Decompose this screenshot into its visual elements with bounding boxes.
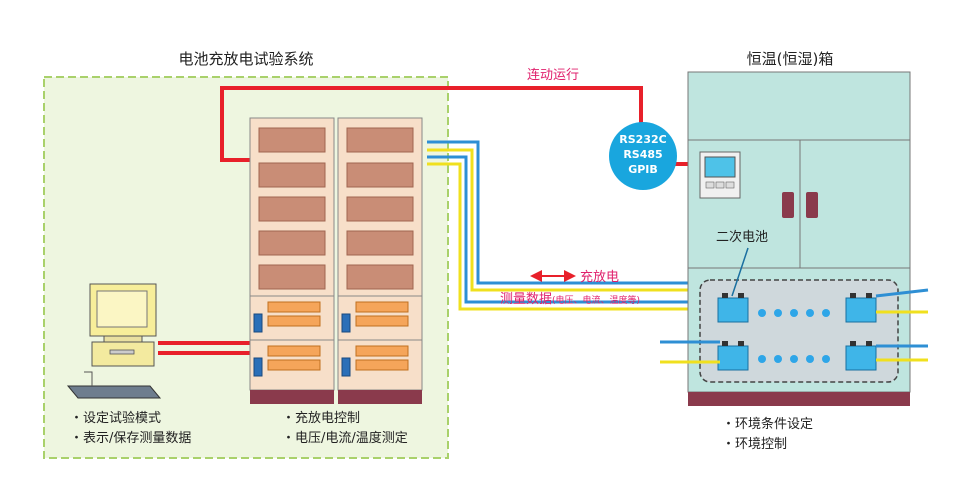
link-label: 连动运行 — [527, 67, 579, 83]
battery-leads — [660, 288, 929, 364]
pc-computer — [66, 283, 162, 399]
interface-badge — [609, 122, 677, 190]
cabinet-feature-2: ・电压/电流/温度测定 — [282, 430, 408, 446]
interface-gpib: GPIB — [628, 163, 658, 176]
measure-label: 测量数据(电压、电流、温度等) — [500, 292, 640, 307]
measure-main: 测量数据 — [500, 292, 552, 307]
pc-feature-1: ・设定试验模式 — [70, 410, 161, 426]
chamber-feature-1: ・环境条件设定 — [722, 416, 813, 432]
battery-top-left — [717, 293, 749, 323]
link-lines — [158, 86, 720, 355]
chamber-feature-2: ・环境控制 — [722, 437, 787, 452]
battery-label: 二次电池 — [716, 229, 768, 245]
battery-bottom-right — [845, 341, 877, 371]
interface-rs485: RS485 — [623, 148, 662, 161]
battery-pointer — [731, 247, 749, 297]
battery-bottom-left — [717, 341, 749, 371]
battery-top-right — [845, 293, 877, 323]
charge-cabinet-right — [337, 117, 423, 404]
cabinet-feature-1: ・充放电控制 — [282, 410, 360, 426]
interface-rs232c: RS232C — [619, 133, 666, 146]
charge-cabinet-left — [249, 117, 335, 404]
system-title: 电池充放电试验系统 — [178, 50, 313, 68]
charge-label: 充放电 — [580, 269, 619, 285]
airflow-dots — [758, 309, 830, 363]
chamber-title: 恒温(恒湿)箱 — [747, 50, 834, 68]
measure-detail: (电压、电流、温度等) — [552, 294, 640, 306]
pc-feature-2: ・表示/保存测量数据 — [70, 431, 191, 446]
